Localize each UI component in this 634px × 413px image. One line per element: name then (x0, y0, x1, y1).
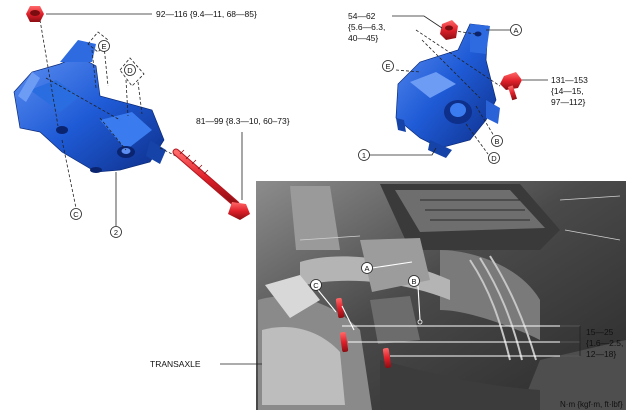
transaxle-bolts-torque-line2: {1.6—2.5, (586, 338, 623, 348)
svg-text:81—99 {8.3—10, 60–73}: 81—99 {8.3—10, 60–73} (196, 116, 290, 126)
svg-text:TRANSAXLE: TRANSAXLE (150, 359, 201, 369)
bracket-ref-d: D (119, 57, 145, 117)
long-bolt: 81—99 {8.3—10, 60–73} (172, 116, 290, 220)
transaxle-bolts-torque-line1: 15—25 (586, 327, 614, 337)
svg-text:{14—15,: {14—15, (551, 86, 584, 96)
transaxle-mount-bolts (335, 297, 392, 369)
photo-marker-a: A (361, 262, 373, 274)
svg-text:2: 2 (114, 228, 118, 237)
svg-text:C: C (73, 210, 79, 219)
right-bolt: 131—153 {14—15, 97—112} (500, 72, 588, 107)
bracket-part-number: 2 (110, 172, 122, 238)
bracket-ref-e: E (87, 31, 110, 89)
transaxle-bolt-leaders (341, 305, 581, 357)
photo-marker-c: C (310, 279, 322, 291)
svg-text:B: B (411, 277, 416, 286)
top-nut: 92—116 {9.4—11, 68—85} (26, 6, 257, 22)
mount-ref-d: D (488, 152, 500, 164)
svg-text:D: D (491, 154, 497, 163)
mount-part-number: 1 (358, 147, 437, 161)
svg-text:54—62: 54—62 (348, 11, 376, 21)
mount-ref-e: E (382, 60, 394, 72)
svg-text:40—45}: 40—45} (348, 33, 378, 43)
svg-text:D: D (127, 66, 133, 75)
right-nut: 54—62 {5.6—6.3, 40—45} (348, 11, 458, 43)
svg-text:A: A (513, 26, 518, 35)
svg-text:97—112}: 97—112} (551, 97, 586, 107)
engine-compartment-photo (256, 181, 626, 410)
svg-text:E: E (385, 62, 390, 71)
bracket-guide-lines (39, 19, 177, 209)
bracket-ref-c: C (70, 208, 82, 220)
photo-marker-b: B (408, 275, 420, 287)
photo-point-a-leader (371, 261, 413, 269)
svg-text:B: B (494, 137, 499, 146)
photo-point-c-leader (317, 289, 337, 313)
svg-text:131—153: 131—153 (551, 75, 588, 85)
mount-ref-b: B (491, 135, 503, 147)
svg-text:E: E (101, 42, 106, 51)
svg-text:1: 1 (362, 151, 366, 160)
svg-text:{5.6—6.3,: {5.6—6.3, (348, 22, 385, 32)
mount-guide-lines (395, 29, 501, 155)
unit-note: N·m {kgf·m, ft·lbf} (560, 400, 623, 409)
transaxle-mount-bracket (13, 40, 166, 173)
transaxle-bolts-torque-line3: 12—18} (586, 349, 616, 359)
svg-text:A: A (364, 264, 369, 273)
svg-text:92—116 {9.4—11, 68—85}: 92—116 {9.4—11, 68—85} (156, 9, 257, 19)
svg-text:C: C (313, 281, 319, 290)
engine-mount (395, 23, 500, 158)
photo-point-b-leader (417, 285, 423, 325)
transaxle-label: TRANSAXLE (150, 359, 262, 369)
mount-ref-a: A (486, 24, 522, 36)
